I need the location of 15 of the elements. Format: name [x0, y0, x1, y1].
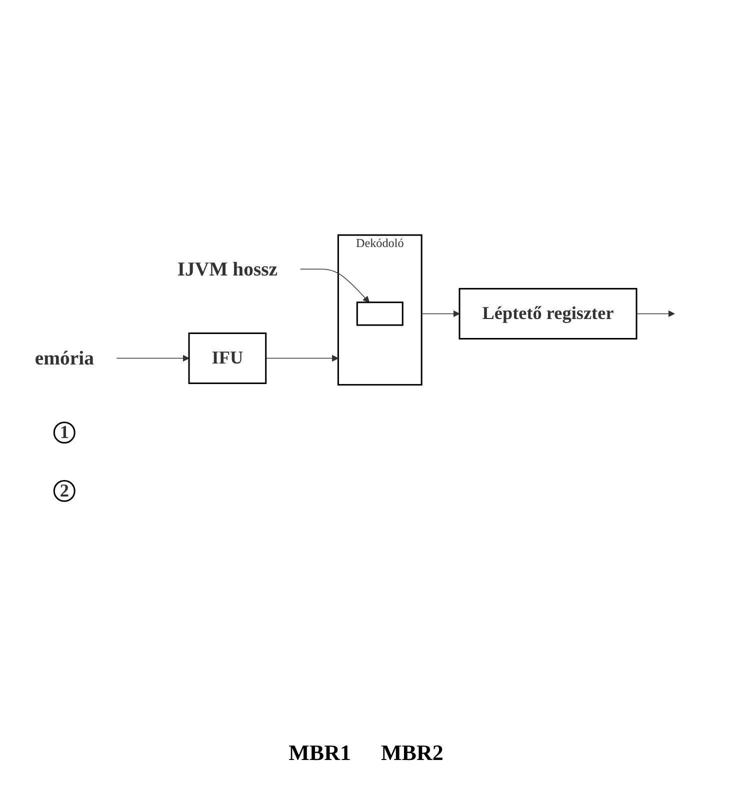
- arrow: [636, 310, 675, 318]
- node-box: Léptető regiszter: [458, 288, 638, 340]
- node-box: IFU: [188, 332, 267, 384]
- signal-label: MBR2: [381, 740, 444, 766]
- node-box: [356, 302, 404, 326]
- node-circle: 2: [53, 480, 76, 502]
- arrow: [421, 310, 460, 318]
- node-text: IJVM hossz: [177, 258, 278, 280]
- node-text: emória: [34, 347, 94, 370]
- node-circle: 1: [53, 422, 76, 444]
- arrow: [116, 355, 190, 362]
- arrow: [300, 268, 370, 303]
- arrow: [265, 355, 338, 362]
- cluster: Dekódoló: [337, 234, 422, 386]
- signal-label: MBR1: [288, 740, 351, 766]
